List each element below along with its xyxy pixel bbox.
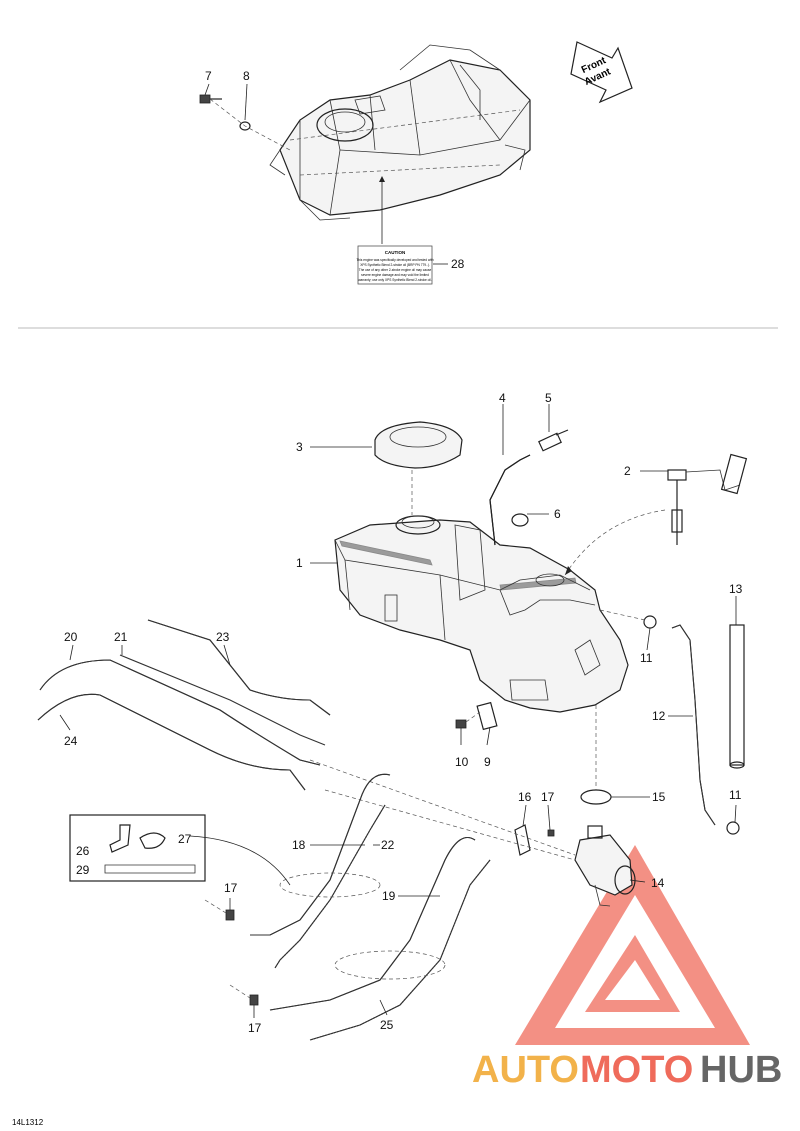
callout-5: 5 [545,391,552,405]
callout-26: 26 [76,844,90,858]
caution-line-2: XPS Synthetic Blend 2-stroke oil (BRP PN… [360,263,430,267]
callout-1: 1 [296,556,303,570]
oil-level-sensor [667,453,748,545]
callout-17-left: 17 [224,881,238,895]
callout-3: 3 [296,440,303,454]
caution-line-4: severe engine damage and may void the li… [361,273,429,277]
callout-20: 20 [64,630,78,644]
callout-29: 29 [76,863,90,877]
oil-tank [334,515,629,713]
callout-11-lower: 11 [729,788,742,802]
front-direction-arrow [570,41,633,104]
callout-27: 27 [178,832,192,846]
callout-25: 25 [380,1018,394,1032]
callout-12: 12 [652,709,666,723]
callout-28: 28 [451,257,465,271]
callout-14: 14 [651,876,665,890]
watermark-moto: MOTO [580,1049,693,1091]
top-assembly-view [199,44,531,285]
oil-cap [374,421,463,469]
callout-6: 6 [554,507,561,521]
caution-line-5: warranty; use only XPS Synthetic Blend 2… [358,278,432,282]
diagram-code: 14L1312 [12,1118,44,1127]
callout-24: 24 [64,734,78,748]
callout-4: 4 [499,391,506,405]
watermark-hub: HUB [700,1049,782,1091]
callout-15: 15 [652,790,666,804]
callout-11-upper: 11 [640,651,653,665]
watermark-logo [515,845,750,1045]
callout-17-pump: 17 [541,790,555,804]
callout-23: 23 [216,630,230,644]
callout-labels: 7 8 28 3 4 5 6 2 1 11 13 12 11 15 14 16 … [64,69,743,1035]
callout-17-bottom: 17 [248,1021,262,1035]
callout-2: 2 [624,464,631,478]
watermark-text: AUTO MOTO HUB [472,1049,782,1091]
callout-21: 21 [114,630,128,644]
callout-19: 19 [382,889,396,903]
callout-22: 22 [381,838,395,852]
caution-line-3: The use of any other 2-stroke engine oil… [359,268,432,272]
callout-16: 16 [518,790,532,804]
callout-7: 7 [205,69,212,83]
callout-9: 9 [484,755,491,769]
caution-title: CAUTION [385,250,406,255]
caution-line-1: This engine was specifically developed a… [356,258,433,262]
callout-18: 18 [292,838,306,852]
vent-fitting [538,429,569,452]
watermark-auto: AUTO [472,1049,579,1091]
callout-leaders [59,83,737,1018]
oil-pump [574,825,636,907]
callout-10: 10 [455,755,469,769]
caution-decal [357,245,433,285]
parts-inset-box [69,814,206,882]
callout-13: 13 [729,582,743,596]
callout-8: 8 [243,69,250,83]
